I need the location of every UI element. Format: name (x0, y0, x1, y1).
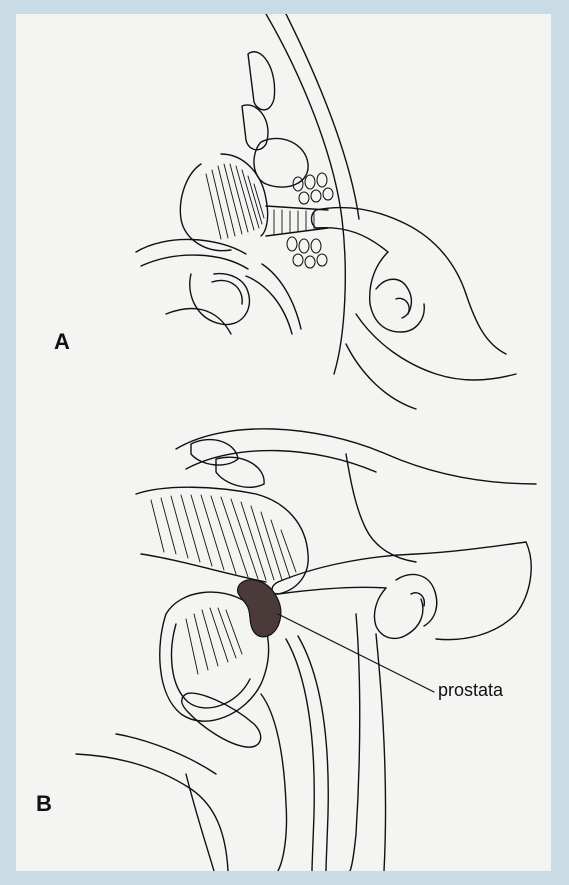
rectal-exam-illustration (16, 14, 551, 871)
prostate-leader-line (278, 614, 434, 692)
prostate-callout-label: prostata (438, 680, 503, 701)
prostate-gland (238, 580, 281, 637)
panel-a-drawing (136, 14, 516, 409)
illustration-panel: A B prostata (16, 14, 551, 871)
panel-b-label: B (36, 791, 52, 817)
panel-a-label: A (54, 329, 70, 355)
panel-b-drawing (76, 429, 536, 871)
